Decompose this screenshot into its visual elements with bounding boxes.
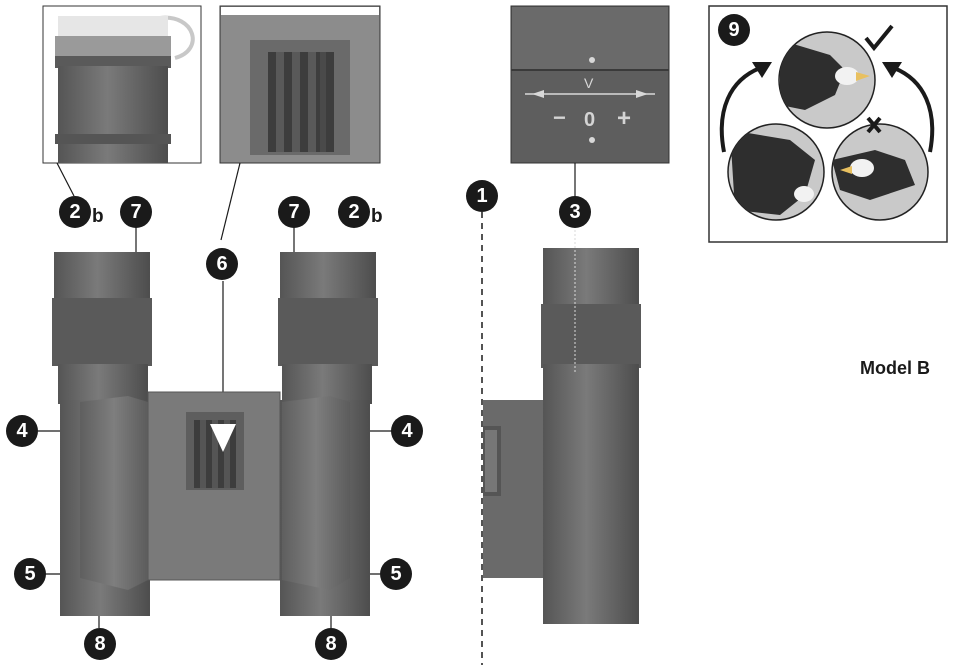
callout-2b-left-suffix: b bbox=[92, 206, 104, 227]
callout-7-left: 7 bbox=[120, 196, 152, 228]
binocular-front-view bbox=[52, 252, 378, 616]
callout-3: 3 bbox=[559, 196, 591, 228]
callout-2b-right: 2 bbox=[338, 196, 370, 228]
callout-2b-right-suffix: b bbox=[371, 206, 383, 227]
inset-focus-wheel-detail bbox=[219, 5, 381, 164]
inset-interpupillary-detail bbox=[708, 5, 948, 243]
callout-9: 9 bbox=[718, 14, 750, 46]
callout-5-left: 5 bbox=[14, 558, 46, 590]
check-mark-icon bbox=[864, 24, 894, 52]
diopter-zero-label: 0 bbox=[584, 109, 595, 131]
callout-8-right: 8 bbox=[315, 628, 347, 660]
callout-6: 6 bbox=[206, 248, 238, 280]
callout-7-right: 7 bbox=[278, 196, 310, 228]
callout-5-right: 5 bbox=[380, 558, 412, 590]
inset-diopter-detail: V bbox=[510, 5, 670, 164]
callout-1: 1 bbox=[466, 180, 498, 212]
diopter-minus-label: − bbox=[553, 105, 566, 130]
binocular-side-view bbox=[481, 212, 641, 665]
svg-text:V: V bbox=[584, 75, 594, 91]
model-label: Model B bbox=[860, 358, 930, 378]
inset-eyecup-detail bbox=[42, 5, 202, 164]
callout-8-left: 8 bbox=[84, 628, 116, 660]
callout-2b-left: 2 bbox=[59, 196, 91, 228]
diopter-plus-label: + bbox=[617, 105, 631, 132]
callout-4-left: 4 bbox=[6, 415, 38, 447]
callout-4-right: 4 bbox=[391, 415, 423, 447]
cross-mark-icon bbox=[866, 116, 882, 134]
